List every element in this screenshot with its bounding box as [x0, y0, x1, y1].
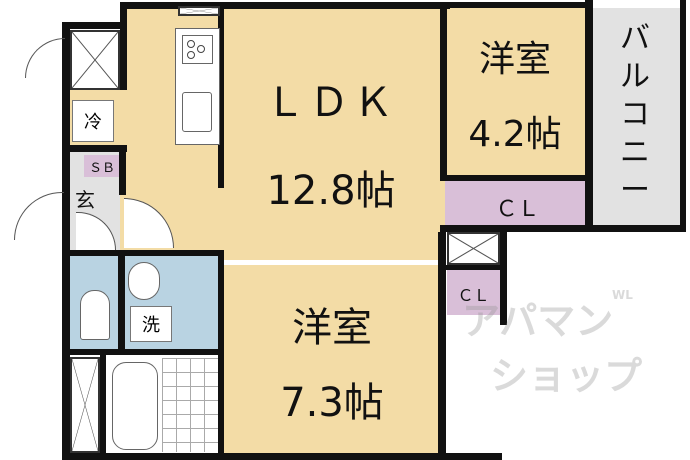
shoe-box-label: ＳＢ: [88, 161, 115, 176]
bath-floor-tiles: [162, 358, 218, 452]
western-room-2-size: 7.3帖: [280, 380, 384, 426]
bathtub-icon: [112, 362, 158, 450]
storage-door: [25, 38, 65, 78]
kitchen-counter: [175, 28, 220, 145]
closet-1: [445, 180, 590, 225]
western-room-2: [222, 265, 442, 455]
balcony-label: バルコニー: [620, 21, 650, 208]
washbasin-icon: [128, 262, 160, 300]
fridge-space: 冷: [72, 100, 114, 142]
western-room-2-label: 洋室: [292, 305, 372, 351]
western-room-1-label: 洋室: [478, 39, 551, 80]
closet-1-label: ＣＬ: [495, 197, 540, 222]
closet-2: [447, 270, 500, 315]
western-room-1: [440, 8, 590, 178]
stove-icon: [182, 35, 213, 64]
entrance-label: 玄: [75, 188, 95, 212]
ldk-size: 12.8帖: [266, 168, 396, 214]
washer-space: 洗: [130, 306, 172, 342]
pipe-shaft: [447, 232, 500, 265]
vent-box: [178, 6, 220, 16]
western-room-1-size: 4.2帖: [468, 114, 562, 155]
watermark-line1: アパマン: [462, 299, 614, 343]
shoe-box: [84, 155, 120, 177]
storage-box-bath: [70, 357, 100, 453]
closet-2-label: ＣＬ: [457, 286, 490, 305]
watermark-line2: ショップ: [490, 354, 643, 398]
balcony: [592, 8, 680, 225]
entrance-door[interactable]: [14, 192, 64, 240]
storage-box: [70, 30, 120, 90]
toilet-icon: [80, 290, 110, 340]
sink-icon: [182, 92, 212, 132]
watermark-mark: WL: [612, 288, 633, 302]
ldk-label: ＬＤＫ: [265, 80, 397, 126]
